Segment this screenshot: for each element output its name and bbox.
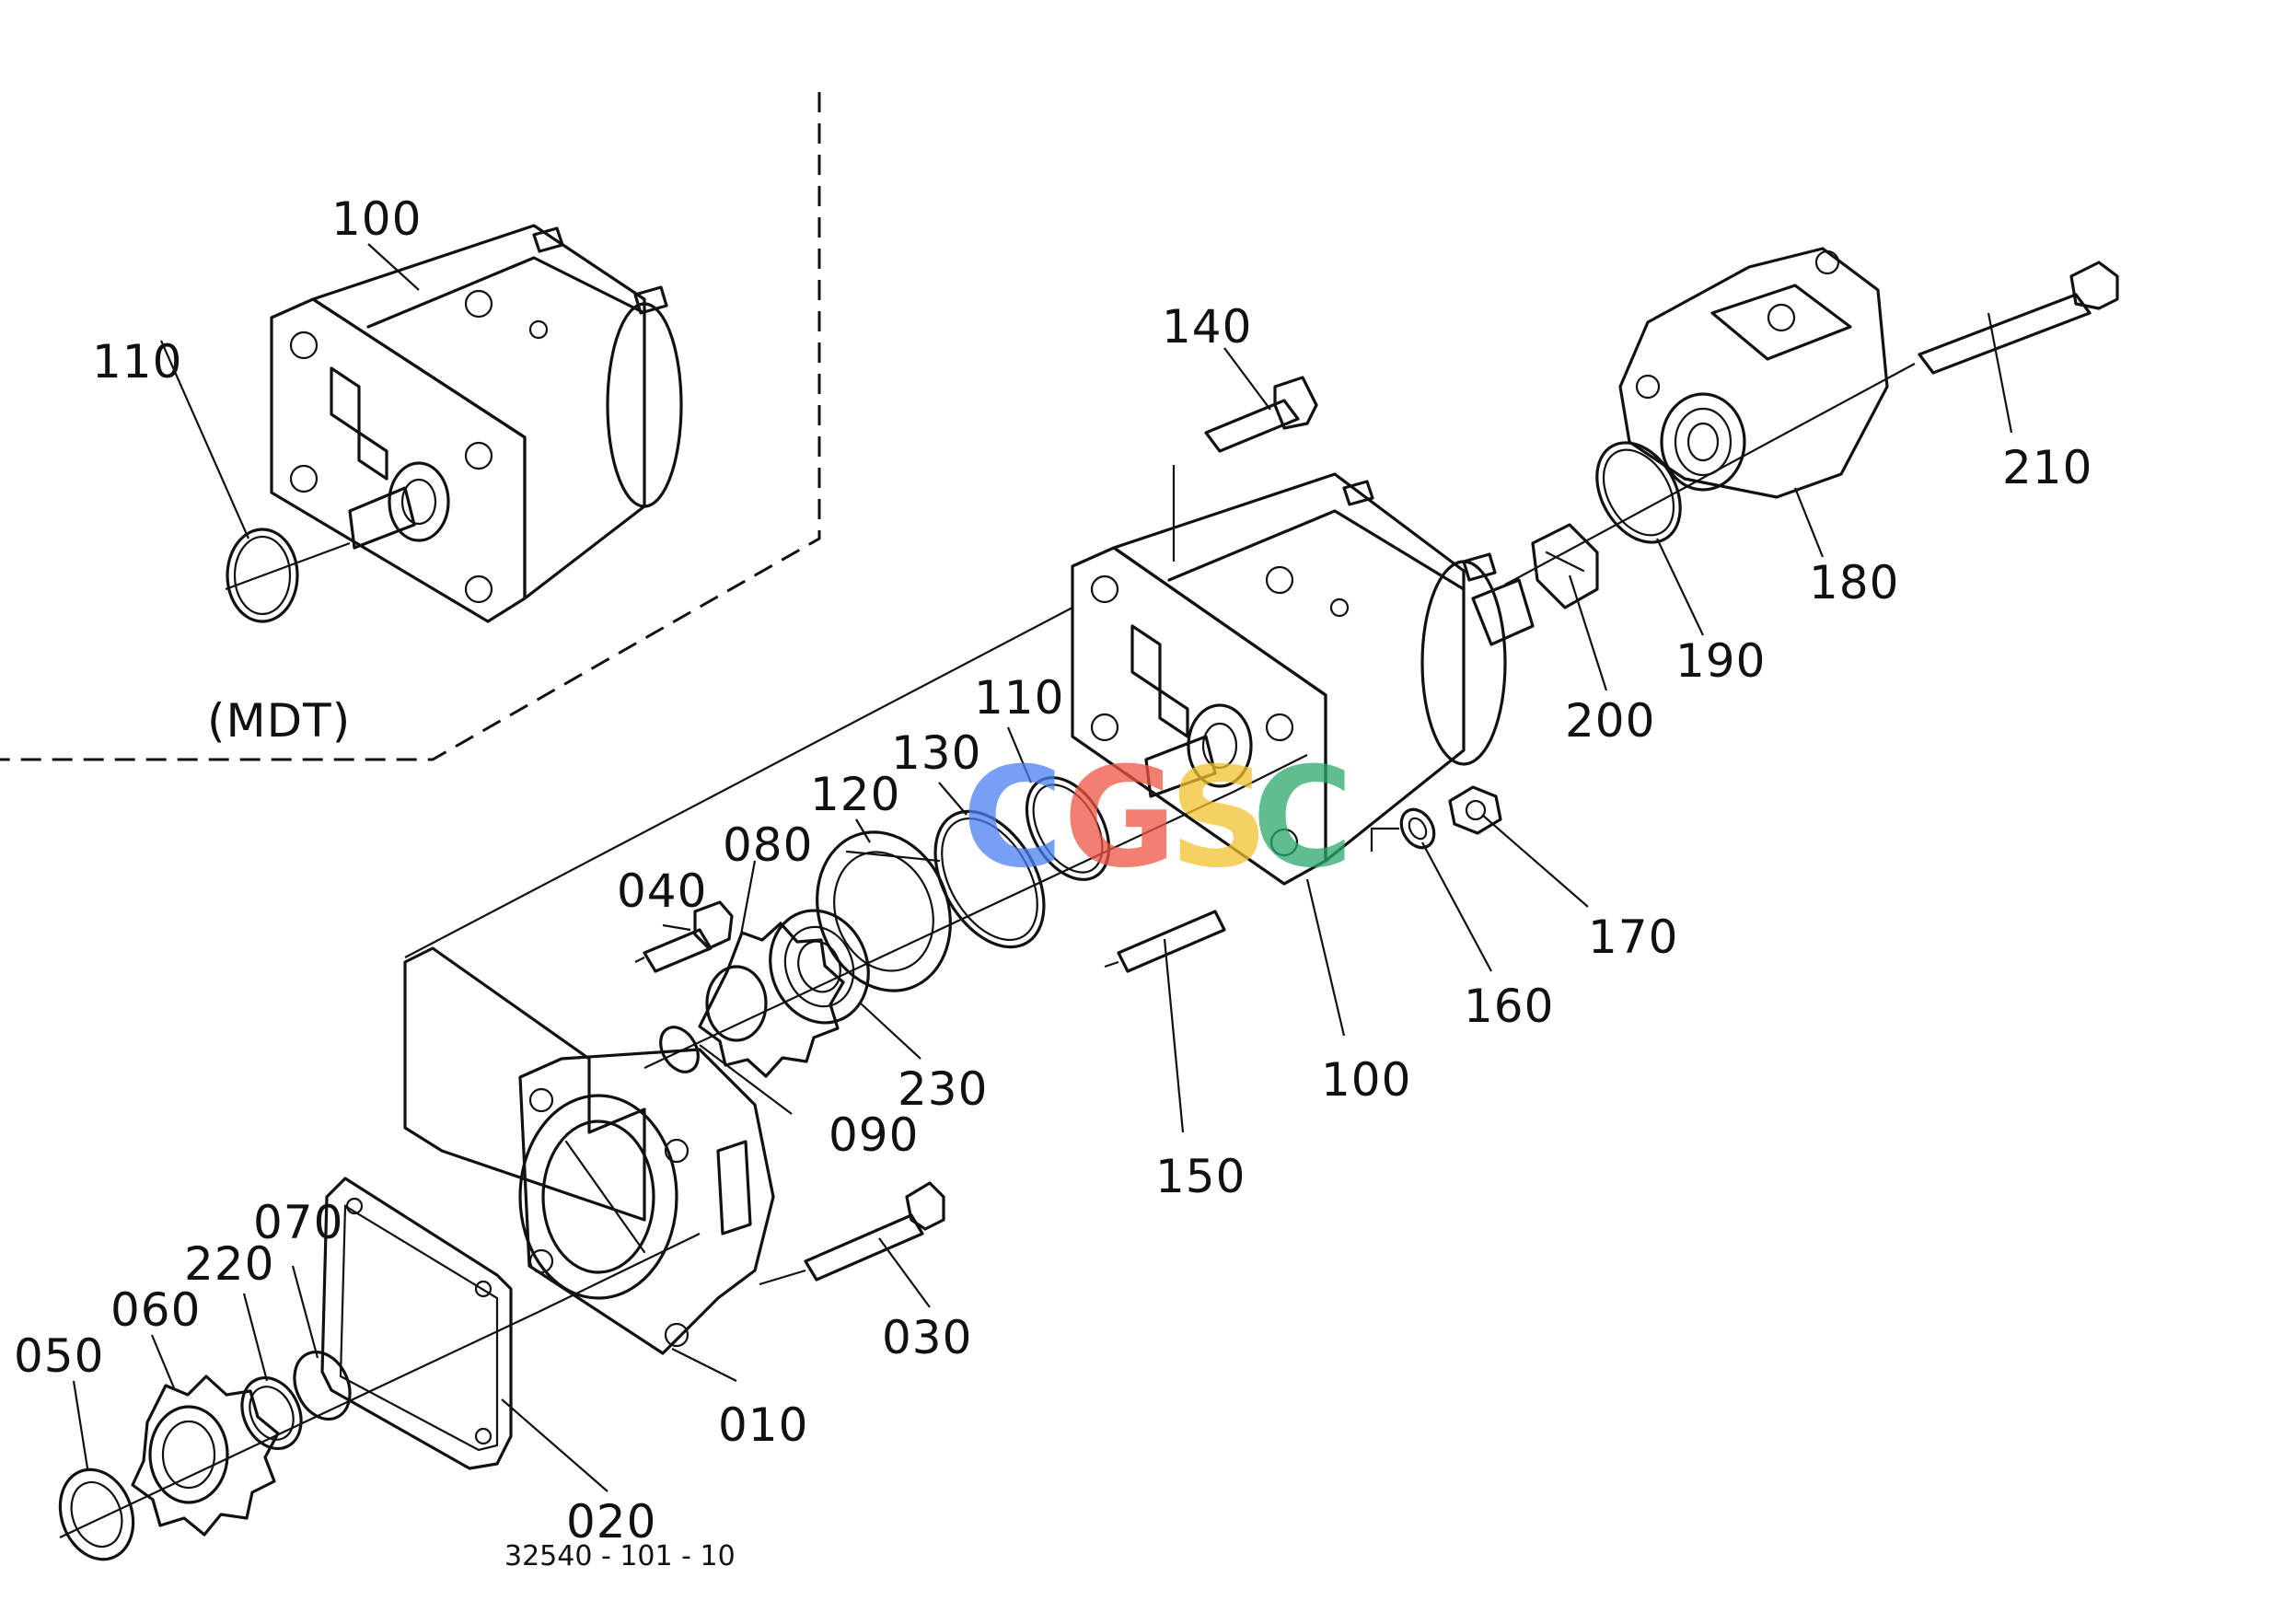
drawing-number: 32540 - 101 - 10 xyxy=(504,1540,736,1572)
callout-040: 040 xyxy=(617,864,707,918)
callout-130: 130 xyxy=(891,726,981,780)
callout-200: 200 xyxy=(1565,694,1655,748)
callout-090: 090 xyxy=(829,1108,919,1162)
snap-ring-070 xyxy=(293,1350,352,1421)
o-ring-110 xyxy=(1025,776,1111,881)
callout-170: 170 xyxy=(1588,911,1678,964)
callout-210: 210 xyxy=(2002,441,2092,494)
variant-label: (MDT) xyxy=(207,694,351,748)
bolt-210 xyxy=(1918,261,2119,375)
callout-220: 220 xyxy=(184,1237,274,1291)
main-pump-100 xyxy=(1071,472,1535,886)
o-ring-130 xyxy=(933,809,1046,949)
gear-060 xyxy=(131,1375,280,1537)
coupling-200 xyxy=(1531,523,1599,609)
callout-100-main: 100 xyxy=(1321,1053,1411,1107)
callout-180: 180 xyxy=(1809,556,1899,609)
callout-110-inset: 110 xyxy=(92,335,182,389)
washer-160 xyxy=(1399,807,1436,850)
callout-110-main: 110 xyxy=(974,671,1064,725)
seal-120 xyxy=(816,830,952,992)
callout-150: 150 xyxy=(1155,1150,1246,1203)
collar-050 xyxy=(58,1467,135,1561)
mdt-inset-border xyxy=(0,92,821,761)
nut-170 xyxy=(1370,785,1502,852)
bolt-040 xyxy=(634,900,734,973)
stud-150 xyxy=(1104,910,1226,973)
bearing-230 xyxy=(769,909,870,1025)
callout-070: 070 xyxy=(253,1196,343,1249)
watermark-letter-2: G xyxy=(1063,738,1176,899)
callout-080: 080 xyxy=(723,818,813,872)
watermark-letter-3: S xyxy=(1169,738,1269,899)
callout-leaders xyxy=(72,243,2013,1492)
watermark-letter-1: C xyxy=(962,738,1063,899)
callout-160: 160 xyxy=(1464,980,1554,1033)
callout-050: 050 xyxy=(14,1329,104,1383)
spacer-220 xyxy=(240,1375,303,1451)
assembly-axis-lines xyxy=(59,363,1916,1538)
callout-060: 060 xyxy=(110,1283,201,1337)
callout-230: 230 xyxy=(898,1062,988,1116)
bolt-030 xyxy=(759,1181,945,1286)
inset-pump-assembly xyxy=(225,224,683,623)
callout-140: 140 xyxy=(1162,300,1252,354)
callout-020: 020 xyxy=(566,1495,656,1549)
o-ring-190 xyxy=(1595,441,1682,544)
callout-120: 120 xyxy=(810,768,900,821)
housing-010 xyxy=(403,946,775,1355)
callout-010: 010 xyxy=(718,1398,808,1452)
callout-030: 030 xyxy=(882,1311,972,1364)
callout-labels: 100 110 140 210 180 190 200 130 120 080 … xyxy=(14,192,2092,1549)
gasket-020 xyxy=(320,1177,513,1470)
callout-190: 190 xyxy=(1675,634,1766,688)
bolt-140 xyxy=(1172,376,1318,562)
callout-100-inset: 100 xyxy=(331,192,422,246)
watermark-letter-4: C xyxy=(1252,738,1353,899)
gear-080 xyxy=(698,922,845,1078)
watermark-logo: C G S C xyxy=(962,738,1353,899)
